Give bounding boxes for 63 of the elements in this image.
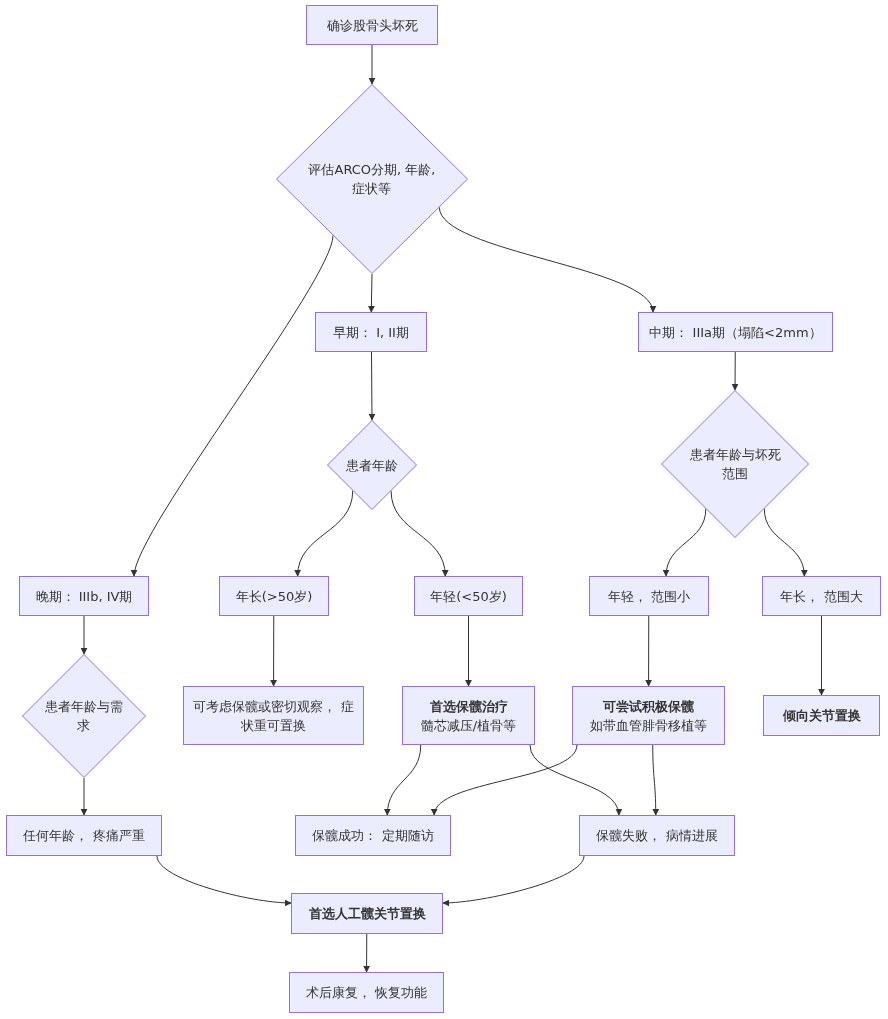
arrow [438, 206, 654, 313]
process-box [572, 686, 725, 745]
process-box [19, 576, 149, 616]
node-text: 晚期： IIIb, IV期 [35, 587, 133, 606]
node-text: 患者年龄与坏死范围 [688, 446, 782, 483]
node-text: 年轻(<50岁) [430, 587, 507, 606]
process-box [638, 312, 833, 352]
node-text: 患者年龄 [346, 456, 398, 475]
node-text: 髓芯减压/植骨等 [420, 716, 517, 735]
arrow [465, 615, 472, 687]
arrow [763, 508, 808, 577]
node-text: 早期： I, II期 [333, 323, 409, 342]
process-box [402, 686, 535, 745]
process-box [219, 576, 329, 616]
arrow [818, 615, 825, 696]
process-box [6, 815, 162, 856]
node-text: 确诊股骨头坏死 [326, 16, 418, 35]
node-heading: 首选人工髋关节置换 [308, 905, 426, 923]
arrow [156, 855, 292, 907]
arrow [367, 273, 375, 313]
process-box [183, 686, 364, 745]
process-box [589, 576, 709, 616]
node-heading: 首选保髋治疗 [429, 697, 508, 716]
arrow [80, 615, 88, 655]
node-text: 如带血管腓骨移植等 [590, 716, 707, 735]
process-box [291, 893, 443, 934]
process-box [295, 815, 451, 856]
node-text: 任何年龄， 疼痛严重 [23, 827, 145, 845]
arrow [432, 744, 578, 816]
arrow [270, 615, 278, 687]
arrow [363, 933, 371, 973]
arrow [368, 351, 376, 421]
arrow [294, 490, 354, 577]
process-box [315, 312, 427, 352]
arrow [645, 615, 653, 687]
node-text: 年长， 范围大 [780, 587, 863, 606]
node-text: 患者年龄与需求 [44, 698, 124, 735]
node-text: 术后康复， 恢复功能 [305, 984, 428, 1002]
node-text: 可考虑保髋或密切观察， 症状重可置换 [192, 697, 355, 735]
node-heading: 可尝试积极保髋 [603, 697, 694, 716]
arrow [80, 777, 88, 816]
process-box [762, 576, 881, 616]
process-box [414, 576, 523, 616]
process-box [306, 5, 438, 45]
arrow [132, 234, 334, 577]
arrow [390, 490, 449, 577]
arrow [442, 855, 585, 907]
arrow [384, 744, 422, 816]
process-box [289, 972, 444, 1013]
process-box [579, 815, 735, 856]
arrow [368, 44, 376, 85]
arrow [529, 744, 621, 816]
arrow [663, 508, 707, 577]
node-text: 年轻， 范围小 [607, 587, 691, 606]
node-text: 年长(>50岁) [235, 587, 313, 606]
arrow [731, 351, 739, 391]
node-text: 保髋失败， 病情进展 [596, 827, 718, 845]
process-box [763, 695, 880, 736]
node-text: 保髋成功： 定期随访 [312, 827, 434, 845]
arrow [652, 744, 660, 816]
node-heading: 倾向关节置换 [782, 707, 861, 725]
node-text: 评估ARCO分期, 年龄, 症状等 [307, 161, 437, 198]
node-text: 中期： IIIa期（塌陷<2mm） [649, 323, 822, 342]
